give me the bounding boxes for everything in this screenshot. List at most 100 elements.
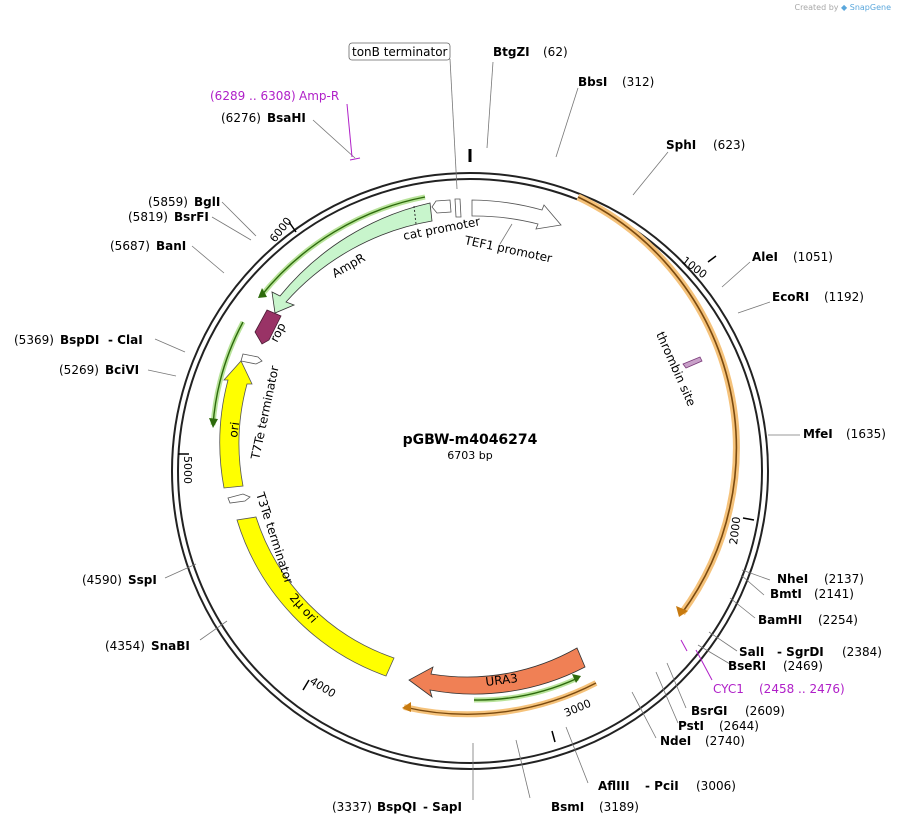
site-bamhi-name[interactable]: BamHI bbox=[758, 613, 802, 627]
site-btgzi-pos: (62) bbox=[543, 45, 568, 59]
site-sali-name[interactable]: SalI bbox=[739, 645, 764, 659]
ori-label: ori bbox=[226, 421, 242, 438]
site-bamhi-pos: (2254) bbox=[818, 613, 858, 627]
site-bsrgi-name[interactable]: BsrGI bbox=[691, 704, 728, 718]
tick-mark-3000 bbox=[551, 730, 556, 743]
site-sgrdi-name[interactable]: - SgrDI bbox=[777, 645, 824, 659]
tonb-label-box bbox=[348, 42, 451, 61]
site-snabi-pos: (4354) bbox=[105, 639, 145, 653]
site-bspdi-pos: (5369) bbox=[14, 333, 54, 347]
tick-mark-1000 bbox=[707, 255, 717, 263]
site-afliii-pos: (3006) bbox=[696, 779, 736, 793]
rop-feature[interactable] bbox=[254, 309, 282, 345]
site-bgli-pos: (5859) bbox=[148, 195, 188, 209]
backbone-inner-ring bbox=[177, 178, 763, 764]
tick-label-5000: 5000 bbox=[181, 456, 194, 484]
ori-green-arrowhead bbox=[209, 418, 218, 428]
site-ecori-name[interactable]: EcoRI bbox=[772, 290, 809, 304]
backbone-outer-ring bbox=[171, 172, 769, 770]
t7te-terminator-feature[interactable] bbox=[240, 353, 263, 365]
plasmid-size: 6703 bp bbox=[447, 449, 492, 462]
t7te-terminator-label: T7Te terminator bbox=[248, 365, 282, 462]
tick-label-1000: 1000 bbox=[679, 254, 709, 281]
site-nhei-pos: (2137) bbox=[824, 572, 864, 586]
site-sspi-name[interactable]: SspI bbox=[128, 573, 157, 587]
site-psti-pos: (2644) bbox=[719, 719, 759, 733]
site-labels-left: (3337) BspQI - SapI (4354) SnaBI (4590) … bbox=[14, 89, 462, 814]
site-bani-name[interactable]: BanI bbox=[156, 239, 186, 253]
site-mfei-pos: (1635) bbox=[846, 427, 886, 441]
primer-leader-lines bbox=[346, 103, 713, 681]
site-bsrgi-pos: (2609) bbox=[745, 704, 785, 718]
ura3-label: URA3 bbox=[485, 671, 519, 689]
primer-ampr-range: (6289 .. 6308) bbox=[210, 89, 296, 103]
primer-cyc1-range: (2458 .. 2476) bbox=[759, 682, 845, 696]
site-bsrfi-name[interactable]: BsrFI bbox=[174, 210, 209, 224]
tick-mark-4000 bbox=[302, 679, 310, 691]
tick-label-3000: 3000 bbox=[562, 697, 593, 720]
site-bbsi-pos: (312) bbox=[622, 75, 654, 89]
primer-cyc1-name[interactable]: CYC1 bbox=[713, 682, 744, 696]
site-labels-right: BtgZI (62) BbsI (312) SphI (623) AleI (1… bbox=[493, 45, 886, 814]
site-bcivi-name[interactable]: BciVI bbox=[105, 363, 139, 377]
site-sali-pos: (2384) bbox=[842, 645, 882, 659]
site-bsmi-pos: (3189) bbox=[599, 800, 639, 814]
site-bcivi-pos: (5269) bbox=[59, 363, 99, 377]
t3te-terminator-feature[interactable] bbox=[227, 493, 251, 504]
ura3-green-line bbox=[473, 677, 579, 701]
site-pcii-name[interactable]: - PciI bbox=[645, 779, 679, 793]
ura3-green-arrowhead bbox=[572, 674, 581, 683]
site-snabi-name[interactable]: SnaBI bbox=[151, 639, 190, 653]
credit-brand: SnapGene bbox=[849, 3, 891, 12]
site-bspqi-pos: (3337) bbox=[332, 800, 372, 814]
site-sphi-name[interactable]: SphI bbox=[666, 138, 696, 152]
site-clai-name[interactable]: - ClaI bbox=[108, 333, 143, 347]
site-bspdi-name[interactable]: BspDI bbox=[60, 333, 99, 347]
site-alei-name[interactable]: AleI bbox=[752, 250, 778, 264]
tick-label-2000: 2000 bbox=[727, 516, 743, 545]
tick-mark-2000 bbox=[742, 517, 755, 521]
site-leader-lines bbox=[147, 58, 800, 800]
orange-region-arrowhead bbox=[676, 606, 688, 617]
site-bsrfi-pos: (5819) bbox=[128, 210, 168, 224]
snapgene-logo-icon: ◆ bbox=[841, 3, 848, 12]
site-afliii-name[interactable]: AflIII bbox=[598, 779, 630, 793]
site-bgli-name[interactable]: BglI bbox=[194, 195, 220, 209]
orange-bottom-line bbox=[403, 682, 597, 715]
thrombin-site-label: thrombin site bbox=[653, 330, 698, 409]
plasmid-name: pGBW-m4046274 bbox=[403, 432, 538, 448]
snapgene-credit: Created by ◆ SnapGene bbox=[794, 3, 891, 12]
tonb-terminator-feature[interactable] bbox=[454, 198, 462, 218]
site-mfei-name[interactable]: MfeI bbox=[803, 427, 833, 441]
primer-ampr-name[interactable]: Amp-R bbox=[299, 89, 339, 103]
site-nhei-name[interactable]: NheI bbox=[777, 572, 808, 586]
tick-label-4000: 4000 bbox=[307, 675, 338, 701]
cat-promoter-feature[interactable] bbox=[431, 199, 452, 214]
site-bani-pos: (5687) bbox=[110, 239, 150, 253]
tef1-promoter-feature[interactable] bbox=[471, 199, 562, 230]
ampr-green-arrowhead bbox=[258, 288, 267, 298]
ampr-green-line bbox=[260, 196, 426, 297]
thrombin-site-feature[interactable] bbox=[682, 356, 703, 369]
site-sapi-name[interactable]: - SapI bbox=[423, 800, 462, 814]
site-bseri-name[interactable]: BseRI bbox=[728, 659, 766, 673]
site-bsmi-name[interactable]: BsmI bbox=[551, 800, 584, 814]
site-ndei-name[interactable]: NdeI bbox=[660, 734, 691, 748]
site-bsahi-pos: (6276) bbox=[221, 111, 261, 125]
ori-green-line bbox=[212, 321, 244, 426]
site-psti-name[interactable]: PstI bbox=[678, 719, 704, 733]
site-btgzi-name[interactable]: BtgZI bbox=[493, 45, 530, 59]
site-bmti-pos: (2141) bbox=[814, 587, 854, 601]
orange-bottom-arrowhead bbox=[402, 702, 411, 712]
credit-prefix: Created by bbox=[794, 3, 839, 12]
two-micron-ori-feature[interactable] bbox=[236, 516, 395, 677]
ori-feature[interactable] bbox=[219, 360, 253, 489]
site-bspqi-name[interactable]: BspQI bbox=[377, 800, 417, 814]
ampr-divider bbox=[413, 205, 417, 225]
ura3-feature[interactable] bbox=[408, 647, 586, 699]
site-bbsi-name[interactable]: BbsI bbox=[578, 75, 607, 89]
tonb-terminator-label: tonB terminator bbox=[352, 45, 448, 59]
site-bsahi-name[interactable]: BsaHI bbox=[267, 111, 306, 125]
site-bmti-name[interactable]: BmtI bbox=[770, 587, 802, 601]
